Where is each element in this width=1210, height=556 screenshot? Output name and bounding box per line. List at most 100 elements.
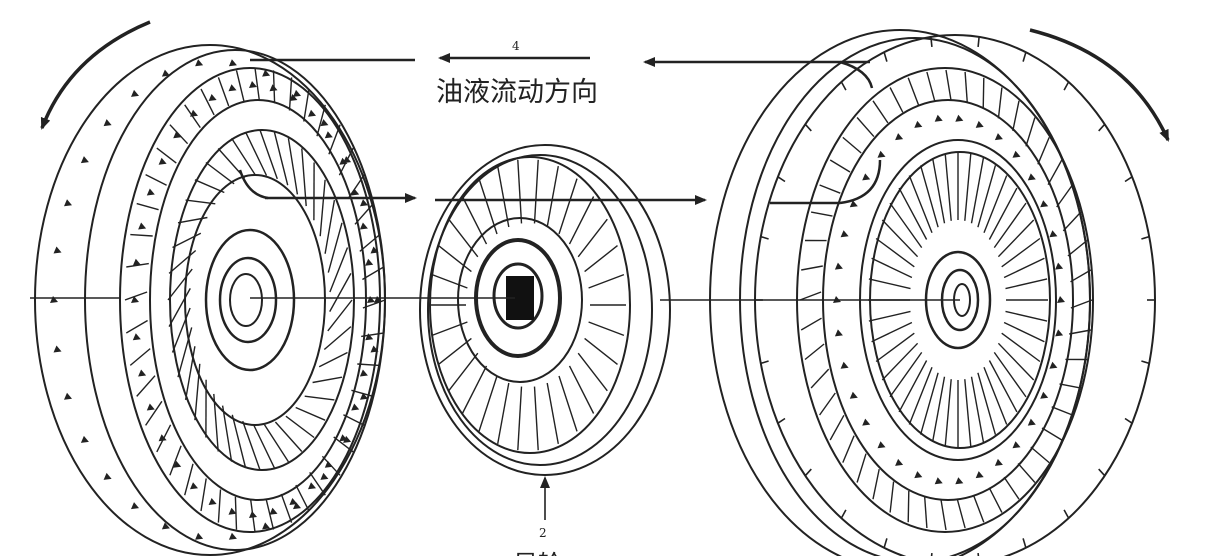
rim-mark [849, 391, 858, 399]
blade [997, 219, 1035, 258]
blade [819, 392, 836, 416]
blade [889, 202, 923, 249]
through-arrow-3-curve [839, 159, 882, 205]
blade [908, 367, 933, 425]
blade [254, 67, 260, 101]
blade [287, 138, 299, 195]
blade [217, 77, 230, 107]
blade [898, 187, 928, 240]
rim-mark [80, 435, 89, 443]
blade [868, 310, 911, 322]
blade [983, 367, 1008, 425]
blade [295, 484, 310, 512]
blade [145, 400, 163, 426]
blade [577, 218, 608, 258]
rim-mark [1012, 150, 1021, 158]
rim-mark [293, 89, 301, 97]
rim-tick [760, 360, 769, 365]
rim-mark [324, 460, 333, 468]
blade [881, 342, 919, 381]
blade [362, 266, 385, 281]
rim-mark [339, 157, 348, 165]
rim-mark [360, 199, 368, 207]
rim-tick [1141, 360, 1150, 365]
blade [169, 124, 189, 145]
blade [829, 159, 851, 173]
rim-mark [834, 329, 843, 337]
rim-mark [1049, 230, 1058, 238]
rim-mark [190, 109, 198, 117]
blade [274, 421, 303, 452]
blade [359, 234, 381, 252]
rim-mark [914, 471, 923, 479]
rim-mark [308, 109, 316, 117]
rim-mark [934, 477, 943, 485]
rim-mark [895, 458, 904, 466]
rim-mark [1027, 418, 1036, 426]
rim-mark [1049, 361, 1058, 369]
blade [431, 273, 468, 289]
blade [259, 129, 278, 180]
rim-mark [228, 59, 237, 67]
rim-mark [249, 511, 257, 518]
blade [1067, 239, 1088, 257]
rim-mark [1055, 329, 1064, 337]
rim-mark [877, 150, 886, 158]
rim-mark [849, 200, 858, 208]
rim-tick [1124, 176, 1133, 183]
blade [546, 382, 559, 445]
blade [448, 218, 479, 258]
blade [588, 273, 625, 289]
blade [945, 69, 952, 101]
blade [280, 493, 293, 523]
center-axis [30, 297, 960, 301]
rim-mark [862, 173, 871, 181]
rim-mark [132, 258, 141, 266]
blade [304, 395, 335, 401]
blade [964, 71, 968, 103]
blade [800, 317, 822, 331]
blade [1069, 329, 1091, 335]
blade [972, 494, 985, 523]
blade [171, 307, 191, 353]
rim-mark [308, 482, 316, 490]
rim-mark [228, 507, 237, 515]
rim-mark [359, 222, 368, 230]
blade [1030, 446, 1050, 464]
blade [993, 351, 1027, 398]
rim-mark [293, 502, 301, 510]
rotation-arrows [40, 20, 1170, 142]
blade [252, 424, 276, 469]
blade [184, 463, 194, 496]
blade [558, 178, 578, 235]
blade [819, 184, 841, 194]
rim-mark [975, 471, 984, 479]
blade [988, 487, 1003, 513]
blade [568, 196, 595, 245]
blade [1062, 211, 1082, 232]
blade [944, 153, 952, 221]
blade [964, 379, 972, 447]
blade [438, 337, 472, 365]
blade [558, 375, 578, 432]
rim-tick [1022, 51, 1027, 62]
blade [926, 71, 936, 101]
rim-mark [173, 460, 182, 468]
blade [301, 148, 307, 207]
blade [185, 199, 216, 205]
blade [964, 153, 972, 221]
blade [351, 389, 374, 398]
blade [997, 87, 1003, 119]
blade [497, 382, 510, 445]
rim-mark [1040, 391, 1049, 399]
blade [318, 351, 348, 368]
rim-mark [195, 59, 204, 67]
rim-mark [249, 81, 257, 88]
blade [327, 299, 353, 332]
blade [1017, 462, 1036, 483]
blade [1037, 137, 1050, 165]
rim-mark [131, 502, 139, 510]
blade [125, 319, 148, 334]
rim-mark [173, 131, 182, 139]
